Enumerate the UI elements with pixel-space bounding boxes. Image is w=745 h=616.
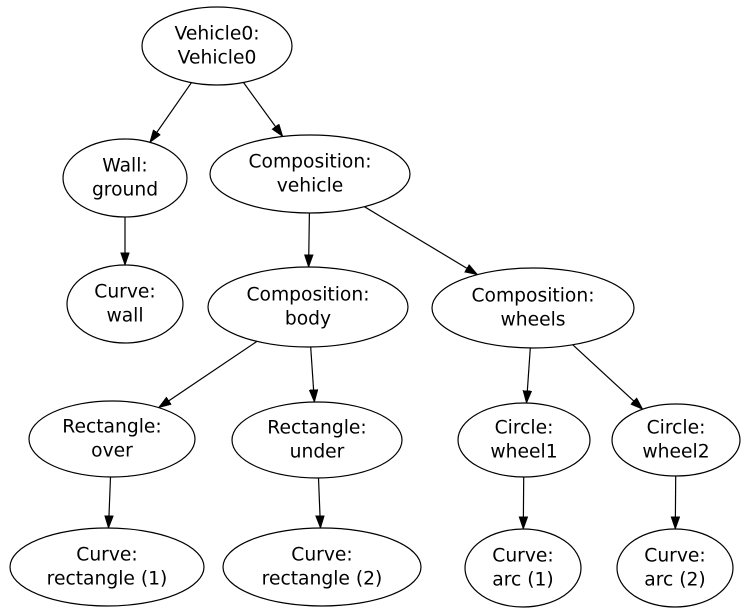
edge-comp_body-to-rect_under: [311, 346, 315, 402]
node-label-curve_rect1-line2: rectangle (1): [47, 569, 168, 590]
node-label-curve_arc2-line2: arc (2): [644, 570, 705, 591]
edge-vehicle0-to-wall_ground: [150, 82, 192, 143]
node-ellipse-rect_over: [28, 400, 196, 478]
node-curve_arc2: Curve: arc (2): [616, 528, 734, 608]
node-curve_arc1: Curve: arc (1): [464, 528, 582, 608]
node-label-vehicle0-line1: Vehicle0:: [174, 24, 259, 45]
node-curve_rect2: Curve: rectangle (2): [222, 527, 422, 607]
edge-comp_vehicle-to-comp_body: [309, 212, 310, 267]
node-ellipse-circle_wheel2: [611, 403, 741, 477]
node-comp_body: Composition: body: [207, 266, 409, 348]
node-label-curve_wall-line2: wall: [106, 306, 143, 327]
node-comp_wheels: Composition: wheels: [431, 267, 635, 349]
node-label-rect_over-line2: over: [91, 441, 133, 462]
edges-layer: [109, 82, 676, 530]
node-ellipse-wall_ground: [62, 138, 188, 218]
node-label-comp_wheels-line2: wheels: [500, 310, 565, 331]
node-label-comp_wheels-line1: Composition:: [471, 286, 594, 307]
node-ellipse-vehicle0: [141, 6, 293, 86]
node-label-curve_arc1-line2: arc (1): [492, 570, 553, 591]
node-ellipse-comp_wheels: [431, 267, 635, 349]
node-curve_rect1: Curve: rectangle (1): [9, 527, 205, 607]
node-rect_under: Rectangle: under: [231, 401, 403, 479]
node-ellipse-curve_wall: [66, 264, 184, 344]
node-label-rect_under-line2: under: [290, 442, 345, 463]
edge-rect_under-to-curve_rect2: [319, 477, 321, 528]
nodes-layer: Vehicle0:Vehicle0Wall:groundComposition:…: [9, 6, 741, 608]
node-curve_wall: Curve: wall: [66, 264, 184, 344]
node-label-circle_wheel1-line2: wheel1: [490, 442, 557, 463]
node-ellipse-rect_under: [231, 401, 403, 479]
node-label-circle_wheel2-line1: Circle:: [647, 418, 706, 439]
node-ellipse-curve_arc2: [616, 528, 734, 608]
node-circle_wheel2: Circle: wheel2: [611, 403, 741, 477]
node-label-wall_ground-line2: ground: [92, 180, 158, 201]
node-label-curve_arc2-line1: Curve:: [644, 546, 705, 567]
node-ellipse-curve_rect1: [9, 527, 205, 607]
node-wall_ground: Wall: ground: [62, 138, 188, 218]
node-circle_wheel1: Circle: wheel1: [457, 402, 591, 478]
node-label-comp_vehicle-line1: Composition:: [248, 152, 371, 173]
node-label-curve_rect2-line1: Curve:: [291, 545, 352, 566]
node-label-comp_body-line2: body: [285, 309, 331, 330]
node-label-vehicle0-line2: Vehicle0: [178, 48, 257, 69]
node-label-comp_vehicle-line2: vehicle: [277, 176, 344, 197]
node-label-wall_ground-line1: Wall:: [102, 156, 147, 177]
node-ellipse-comp_vehicle: [209, 134, 411, 214]
node-label-curve_arc1-line1: Curve:: [492, 546, 553, 567]
node-label-comp_body-line1: Composition:: [246, 285, 369, 306]
node-label-rect_under-line1: Rectangle:: [267, 418, 366, 439]
node-label-circle_wheel2-line2: wheel2: [642, 442, 709, 463]
edge-comp_body-to-rect_over: [159, 340, 258, 407]
node-ellipse-comp_body: [207, 266, 409, 348]
node-vehicle0: Vehicle0: Vehicle0: [141, 6, 293, 86]
node-ellipse-circle_wheel1: [457, 402, 591, 478]
node-label-curve_rect2-line2: rectangle (2): [262, 569, 383, 590]
edge-comp_vehicle-to-comp_wheels: [364, 206, 477, 275]
node-label-rect_over-line1: Rectangle:: [62, 417, 161, 438]
edge-vehicle0-to-comp_vehicle: [243, 82, 283, 137]
node-ellipse-curve_arc1: [464, 528, 582, 608]
node-label-curve_rect1-line1: Curve:: [76, 545, 137, 566]
edge-comp_wheels-to-circle_wheel2: [572, 344, 643, 410]
node-comp_vehicle: Composition: vehicle: [209, 134, 411, 214]
edge-rect_over-to-curve_rect1: [109, 476, 111, 528]
node-rect_over: Rectangle: over: [28, 400, 196, 478]
node-label-circle_wheel1-line1: Circle:: [495, 418, 554, 439]
node-ellipse-curve_rect2: [222, 527, 422, 607]
edge-comp_wheels-to-circle_wheel1: [527, 347, 531, 403]
node-label-curve_wall-line1: Curve:: [94, 282, 155, 303]
